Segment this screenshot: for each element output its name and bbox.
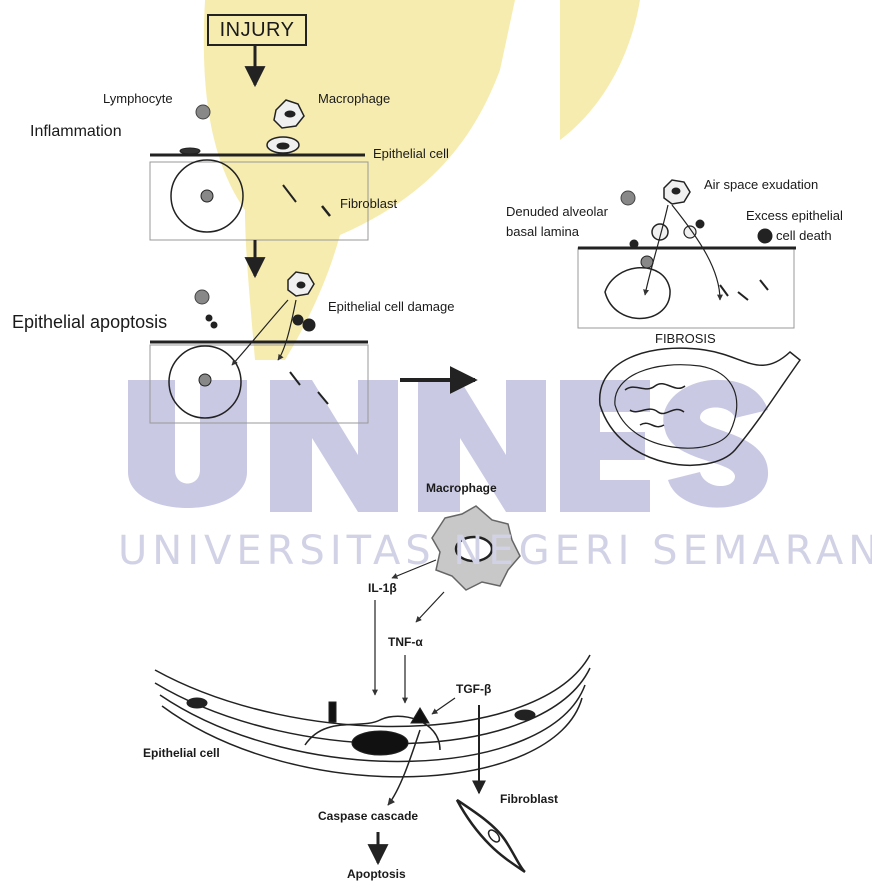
epithelial-nucleus [352,731,408,755]
watermark-logo [128,0,768,512]
excess-label-line1: Excess epithelial [746,209,843,222]
tgfb-label: TGF-β [456,683,491,695]
epithelial-cell-bottom-label: Epithelial cell [143,747,220,759]
fibroblast-bottom-label: Fibroblast [500,793,558,805]
apoptosis-label: Apoptosis [347,868,406,880]
epithelial-cell-damage-label: Epithelial cell damage [328,300,454,313]
fibrosis-label: FIBROSIS [655,332,716,345]
fibroblast-label: Fibroblast [340,197,397,210]
injury-label: INJURY [207,14,307,46]
watermark-yellow-wing [560,0,640,140]
lymphocyte-cell [196,105,210,119]
excess-label-line2: cell death [776,229,832,242]
inflammation-label: Inflammation [30,124,122,140]
air-space-exudation-label: Air space exudation [704,178,818,191]
macrophage-bottom-label: Macrophage [426,482,497,494]
watermark-subtitle: UNIVERSITAS NEGERI SEMARANG [118,528,872,574]
denuded-label-line2: basal lamina [506,225,579,238]
denuded-label-line1: Denuded alveolar [506,205,608,218]
tnfa-label: TNF-α [388,636,423,648]
macrophage-label: Macrophage [318,92,390,105]
epithelial-apoptosis-label: Epithelial apoptosis [12,313,167,331]
caspase-cascade-label: Caspase cascade [318,810,418,822]
receptor-tgf [411,708,429,723]
il1b-label: IL-1β [368,582,397,594]
lymphocyte-label: Lymphocyte [103,92,173,105]
alveolar-box [578,248,794,328]
epithelial-cell-label: Epithelial cell [373,147,449,160]
receptor-il1 [329,702,336,722]
